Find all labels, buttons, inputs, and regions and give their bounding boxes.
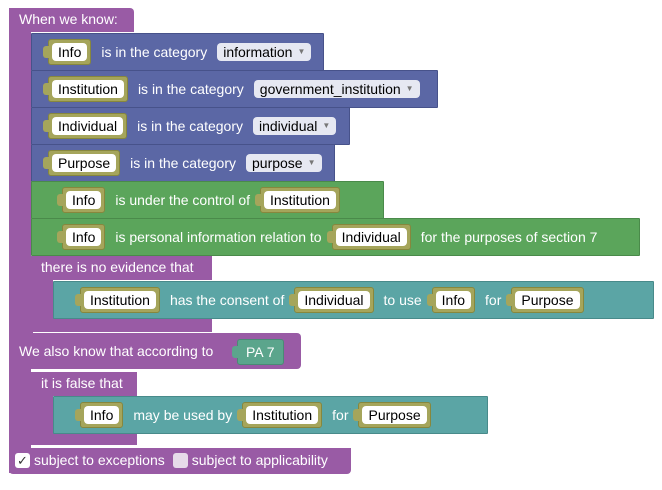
variable-purpose[interactable]: Purpose (506, 287, 584, 313)
category-dropdown[interactable]: government_institution▼ (253, 80, 420, 98)
checkmark-icon: ✓ (17, 452, 28, 468)
relation-text: has the consent of (169, 292, 285, 308)
personal-info-relation-block[interactable]: Info is personal information relation to… (31, 218, 640, 256)
variable-purpose[interactable]: Purpose (42, 150, 121, 176)
variable-institution[interactable]: Institution (237, 402, 323, 428)
relation-text: to use (383, 292, 422, 308)
variable-individual[interactable]: Individual (326, 224, 411, 250)
variable-institution[interactable]: Institution (75, 287, 160, 313)
variable-institution[interactable]: Institution (43, 76, 128, 102)
source-block[interactable]: PA 7 (232, 339, 284, 365)
no-evidence-bottom (31, 318, 212, 332)
variable-info[interactable]: Info (42, 39, 92, 65)
no-evidence-block[interactable] (31, 256, 212, 280)
relation-text: may be used by (133, 407, 233, 423)
category-dropdown[interactable]: individual▼ (253, 117, 337, 135)
exceptions-label: subject to exceptions (34, 452, 165, 468)
applicability-label: subject to applicability (191, 452, 328, 468)
category-dropdown[interactable]: purpose▼ (246, 154, 322, 172)
category-fact-individual[interactable]: Individual is in the category individual… (31, 107, 350, 145)
relation-text: is under the control of (115, 192, 250, 208)
false-that-spine (31, 372, 53, 445)
variable-info[interactable]: Info (56, 224, 106, 250)
also-know-label: We also know that according to (19, 343, 214, 359)
relation-text: is personal information relation to (115, 229, 322, 245)
dropdown-arrow-icon: ▼ (405, 84, 414, 93)
no-evidence-label: there is no evidence that (41, 259, 194, 275)
consent-relation-block[interactable]: Institution has the consent of Individua… (53, 281, 654, 319)
dropdown-arrow-icon: ▼ (322, 121, 331, 130)
relation-suffix-text: for the purposes of section 7 (420, 229, 598, 245)
variable-info[interactable]: Info (426, 287, 476, 313)
rule-block-spine (9, 8, 31, 333)
false-that-bottom (31, 433, 137, 445)
variable-institution[interactable]: Institution (255, 187, 340, 213)
no-evidence-spine (31, 256, 53, 332)
fact-text: is in the category (101, 44, 208, 60)
relation-text: for (485, 292, 502, 308)
variable-individual[interactable]: Individual (42, 113, 128, 139)
exceptions-checkbox[interactable]: ✓ (15, 452, 30, 468)
false-that-label: it is false that (41, 375, 123, 391)
dropdown-arrow-icon: ▼ (297, 47, 306, 56)
variable-info[interactable]: Info (56, 187, 106, 213)
applicability-checkbox[interactable] (172, 452, 188, 468)
category-dropdown[interactable]: information▼ (217, 43, 312, 61)
category-fact-info[interactable]: Info is in the category information▼ (31, 33, 324, 71)
use-relation-block[interactable]: Info may be used by Institution for Purp… (53, 396, 488, 434)
variable-individual[interactable]: Individual (289, 287, 374, 313)
category-fact-purpose[interactable]: Purpose is in the category purpose▼ (31, 144, 335, 182)
fact-text: is in the category (130, 155, 236, 171)
category-fact-institution[interactable]: Institution is in the category governmen… (31, 70, 438, 108)
variable-info[interactable]: Info (74, 402, 124, 428)
fact-text: is in the category (137, 81, 244, 97)
control-relation-block[interactable]: Info is under the control of Institution (31, 181, 384, 219)
relation-text: for (332, 407, 349, 423)
when-we-know-label: When we know: (19, 11, 118, 27)
variable-purpose[interactable]: Purpose (353, 402, 431, 428)
also-know-spine (9, 333, 31, 473)
footer-options: ✓ subject to exceptions subject to appli… (15, 452, 328, 468)
fact-text: is in the category (137, 118, 243, 134)
dropdown-arrow-icon: ▼ (307, 158, 316, 167)
